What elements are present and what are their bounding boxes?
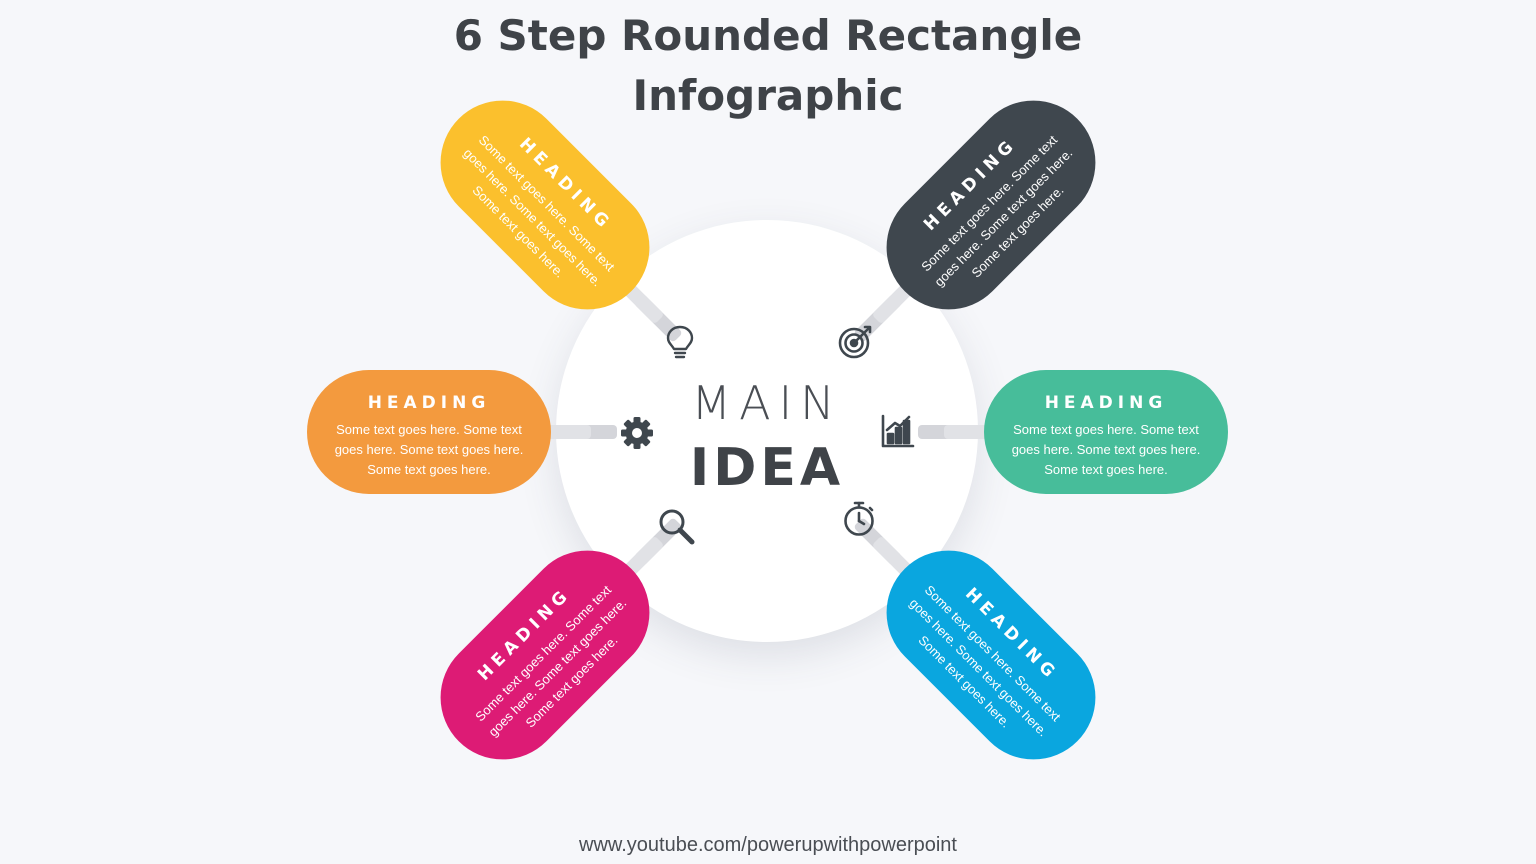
lightbulb-icon (660, 322, 700, 362)
magnifier-icon (656, 506, 696, 546)
step-4-card: HEADING Some text goes here. Some text g… (984, 370, 1228, 494)
step-3-text: Some text goes here. Some text goes here… (334, 422, 524, 477)
main-idea-word-main: MAIN (691, 376, 843, 430)
stopwatch-icon (839, 499, 879, 539)
step-3-connector-inner (539, 425, 591, 439)
title-line-1: 6 Step Rounded Rectangle (453, 11, 1083, 60)
gear-icon (617, 413, 657, 453)
footer-url: www.youtube.com/powerupwithpowerpoint (579, 834, 957, 856)
step-3-heading: HEADING (367, 393, 491, 413)
target-icon (836, 322, 876, 362)
title-line-2: Infographic (632, 71, 904, 120)
step-4-heading: HEADING (1044, 393, 1168, 413)
bar-chart-icon (878, 411, 918, 451)
main-idea-word-idea: IDEA (689, 438, 845, 498)
page-title: 6 Step Rounded Rectangle Infographic (0, 6, 1536, 126)
step-4-text: Some text goes here. Some text goes here… (1011, 422, 1201, 477)
step-3-card: HEADING Some text goes here. Some text g… (307, 370, 551, 494)
